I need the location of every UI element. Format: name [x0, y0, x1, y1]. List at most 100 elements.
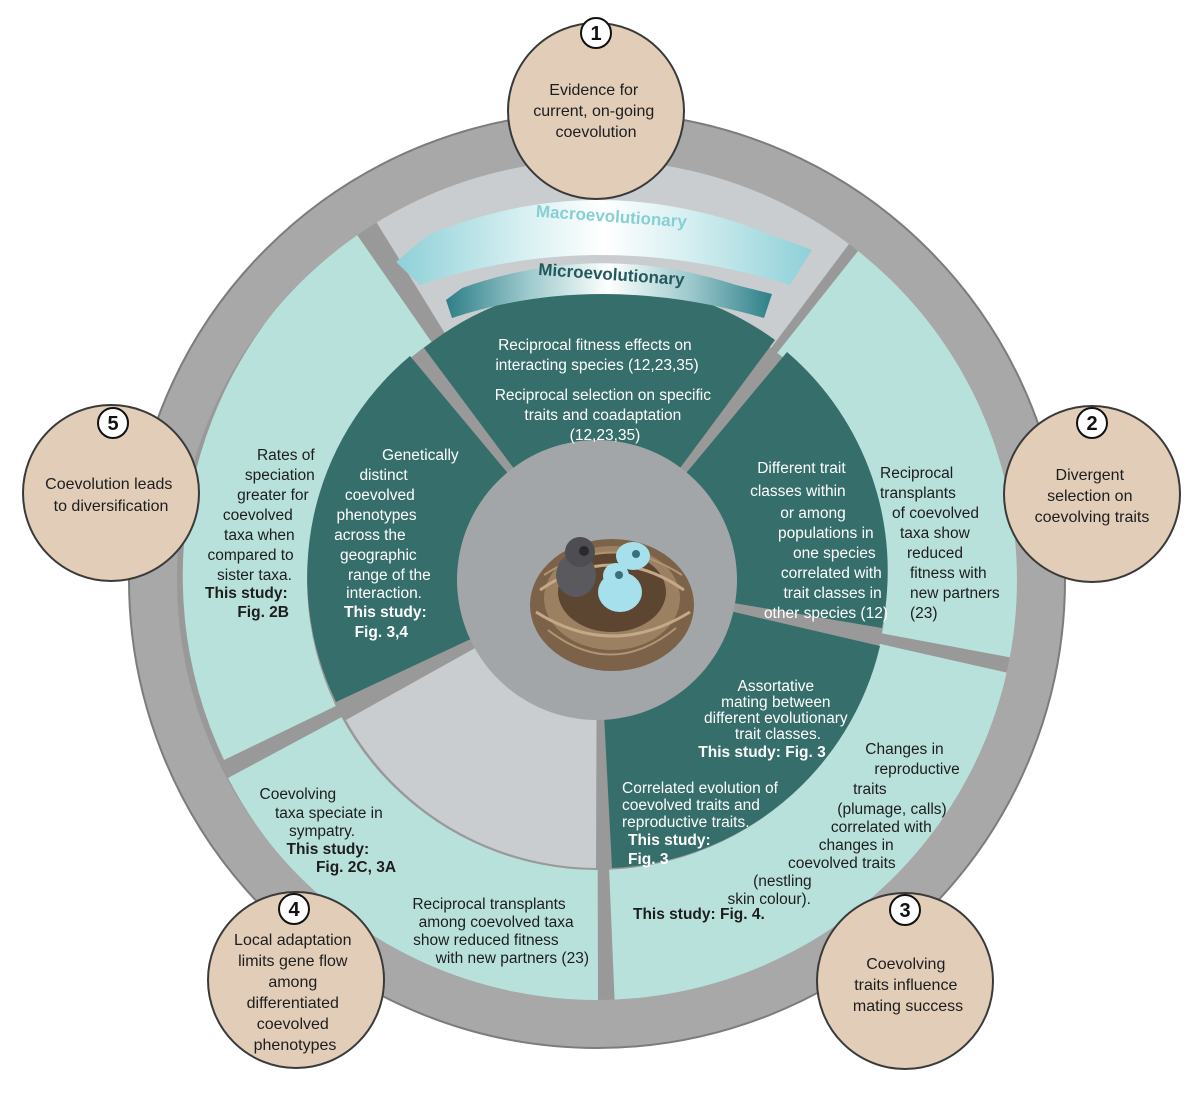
- left-outer-line: coevolved: [223, 507, 293, 524]
- bottom-right-outer-study: This study: Fig. 4.: [633, 906, 765, 923]
- right-inner-line: one species: [793, 545, 876, 562]
- criterion-3-line: traits influence: [854, 977, 957, 994]
- criterion-1-text: Evidence for current, on-going coevoluti…: [533, 82, 658, 141]
- criterion-4-line: phenotypes: [254, 1037, 337, 1054]
- criterion-5-text: Coevolution leads to diversification: [45, 476, 177, 515]
- bottom-right-outer-line: changes in: [819, 837, 894, 854]
- criterion-2-text: Divergent selection on coevolving traits: [1035, 467, 1150, 526]
- right-outer-line: new partners: [910, 585, 1000, 602]
- left-inner-study-line: This study:: [344, 604, 427, 621]
- criterion-4-line: differentiated: [247, 995, 339, 1012]
- bottom-right-inner-study-1: This study: Fig. 3: [698, 744, 826, 761]
- left-inner-line: interaction.: [346, 585, 422, 602]
- criterion-3: 3 Coevolving traits influence mating suc…: [816, 892, 994, 1070]
- bottom-left-outer-line: taxa speciate in: [275, 805, 383, 822]
- left-outer-line: sister taxa.: [217, 567, 292, 584]
- bottom-right-inner-line: Assortative: [738, 678, 815, 695]
- bottom-right-inner-line: trait classes.: [735, 726, 821, 743]
- criterion-5-number: 5: [107, 413, 118, 435]
- left-inner-line: across the: [334, 527, 406, 544]
- bottom-left-outer-text-2: Reciprocal transplants among coevolved t…: [412, 896, 589, 967]
- right-inner-line: trait classes in: [783, 585, 881, 602]
- criterion-1-number: 1: [590, 23, 601, 45]
- top-inner-line: Reciprocal selection on specific: [495, 387, 711, 404]
- right-inner-line: correlated with: [781, 565, 882, 582]
- criterion-5-line: to diversification: [54, 498, 169, 515]
- criterion-3-line: mating success: [853, 998, 963, 1015]
- bottom-left-outer-study-line: Fig. 2C, 3A: [316, 859, 396, 876]
- right-inner-line: classes within: [750, 483, 846, 500]
- bottom-right-inner-line: different evolutionary: [704, 710, 848, 727]
- nest-with-chicks-icon: [530, 537, 694, 671]
- top-inner-line: Reciprocal fitness effects on: [498, 337, 692, 354]
- bottom-right-outer-line: (plumage, calls): [837, 801, 946, 818]
- bottom-right-inner-study-line: This study:: [628, 832, 711, 849]
- bottom-left-outer-line: Reciprocal transplants: [412, 896, 566, 913]
- left-outer-study: This study: Fig. 2B: [205, 585, 292, 621]
- right-outer-line: Reciprocal: [880, 465, 953, 482]
- top-inner-text-2: Reciprocal selection on specific traits …: [495, 387, 716, 444]
- left-outer-line: Rates of: [257, 447, 315, 464]
- criterion-4-line: among: [268, 974, 317, 991]
- left-outer-line: greater for: [237, 487, 309, 504]
- bottom-left-outer-study: This study: Fig. 2C, 3A: [287, 841, 397, 876]
- criterion-2-line: coevolving traits: [1035, 509, 1150, 526]
- bottom-right-outer-line: skin colour).: [727, 891, 811, 908]
- bottom-right-outer-line: traits: [853, 781, 887, 798]
- left-outer-study-line: This study:: [205, 585, 288, 602]
- top-inner-line: traits and coadaptation: [524, 407, 681, 424]
- bottom-right-outer-line: reproductive: [874, 761, 959, 778]
- criterion-4-line: limits gene flow: [238, 953, 348, 970]
- bottom-right-inner-text-1: Assortative mating between different evo…: [704, 678, 852, 743]
- left-inner-line: coevolved: [345, 487, 415, 504]
- bottom-left-outer-text-1: Coevolving taxa speciate in sympatry.: [260, 786, 388, 840]
- macroevolutionary-arrow: Macroevolutionary: [396, 200, 812, 285]
- left-outer-text: Rates of speciation greater for coevolve…: [208, 447, 319, 584]
- bottom-left-outer-study-line: This study:: [287, 841, 370, 858]
- bottom-right-inner-study-2: This study: Fig. 3: [628, 832, 715, 868]
- bottom-right-outer-line: correlated with: [831, 819, 932, 836]
- inner-top-segment: [424, 284, 775, 580]
- criterion-4-line: coevolved: [257, 1016, 329, 1033]
- criterion-2: 2 Divergent selection on coevolving trai…: [1003, 405, 1181, 583]
- right-outer-line: fitness with: [910, 565, 987, 582]
- right-inner-line: or among: [780, 505, 845, 522]
- right-inner-line: other species (12): [764, 605, 888, 622]
- criterion-1-line: Evidence for: [549, 82, 639, 99]
- bottom-right-inner-text-2: Correlated evolution of coevolved traits…: [622, 780, 782, 831]
- criterion-3-text: Coevolving traits influence mating succe…: [853, 956, 963, 1015]
- bottom-right-inner-line: coevolved traits and: [622, 797, 760, 814]
- right-outer-line: (23): [910, 605, 938, 622]
- left-outer-study-line: Fig. 2B: [237, 604, 289, 621]
- left-inner-line: range of the: [348, 567, 431, 584]
- left-inner-line: distinct: [359, 467, 408, 484]
- bottom-right-outer-text: Changes in reproductive traits (plumage,…: [727, 741, 964, 908]
- left-outer-line: speciation: [245, 467, 315, 484]
- criterion-1-line: coevolution: [556, 124, 637, 141]
- right-inner-text: Different trait classes within or among …: [750, 460, 888, 622]
- bottom-right-outer-line: Changes in: [865, 741, 943, 758]
- criterion-5-line: Coevolution leads: [45, 476, 172, 493]
- top-inner-line: (12,23,35): [570, 427, 641, 444]
- right-outer-line: taxa show: [900, 525, 971, 542]
- criterion-4-number: 4: [288, 899, 300, 921]
- criterion-4: 4 Local adaptation limits gene flow amon…: [207, 891, 385, 1069]
- bottom-left-outer-line: Coevolving: [260, 786, 337, 803]
- left-inner-line: phenotypes: [337, 507, 417, 524]
- criterion-1-line: current, on-going: [533, 103, 654, 120]
- bottom-right-inner-study-line: Fig. 3: [628, 851, 669, 868]
- right-outer-line: of coevolved: [892, 505, 979, 522]
- right-outer-line: reduced: [907, 545, 963, 562]
- right-inner-line: Different trait: [757, 460, 846, 477]
- left-inner-text: Genetically distinct coevolved phenotype…: [334, 447, 463, 602]
- bottom-right-inner-line: Correlated evolution of: [622, 780, 779, 797]
- left-inner-study: This study: Fig. 3,4: [344, 604, 431, 641]
- bottom-right-outer-line: coevolved traits: [788, 855, 896, 872]
- criterion-4-text: Local adaptation limits gene flow among …: [234, 932, 356, 1054]
- criterion-2-line: selection on: [1047, 488, 1132, 505]
- bottom-right-inner-line: mating between: [721, 694, 830, 711]
- bottom-left-outer-line: show reduced fitness: [413, 932, 559, 949]
- criterion-4-line: Local adaptation: [234, 932, 351, 949]
